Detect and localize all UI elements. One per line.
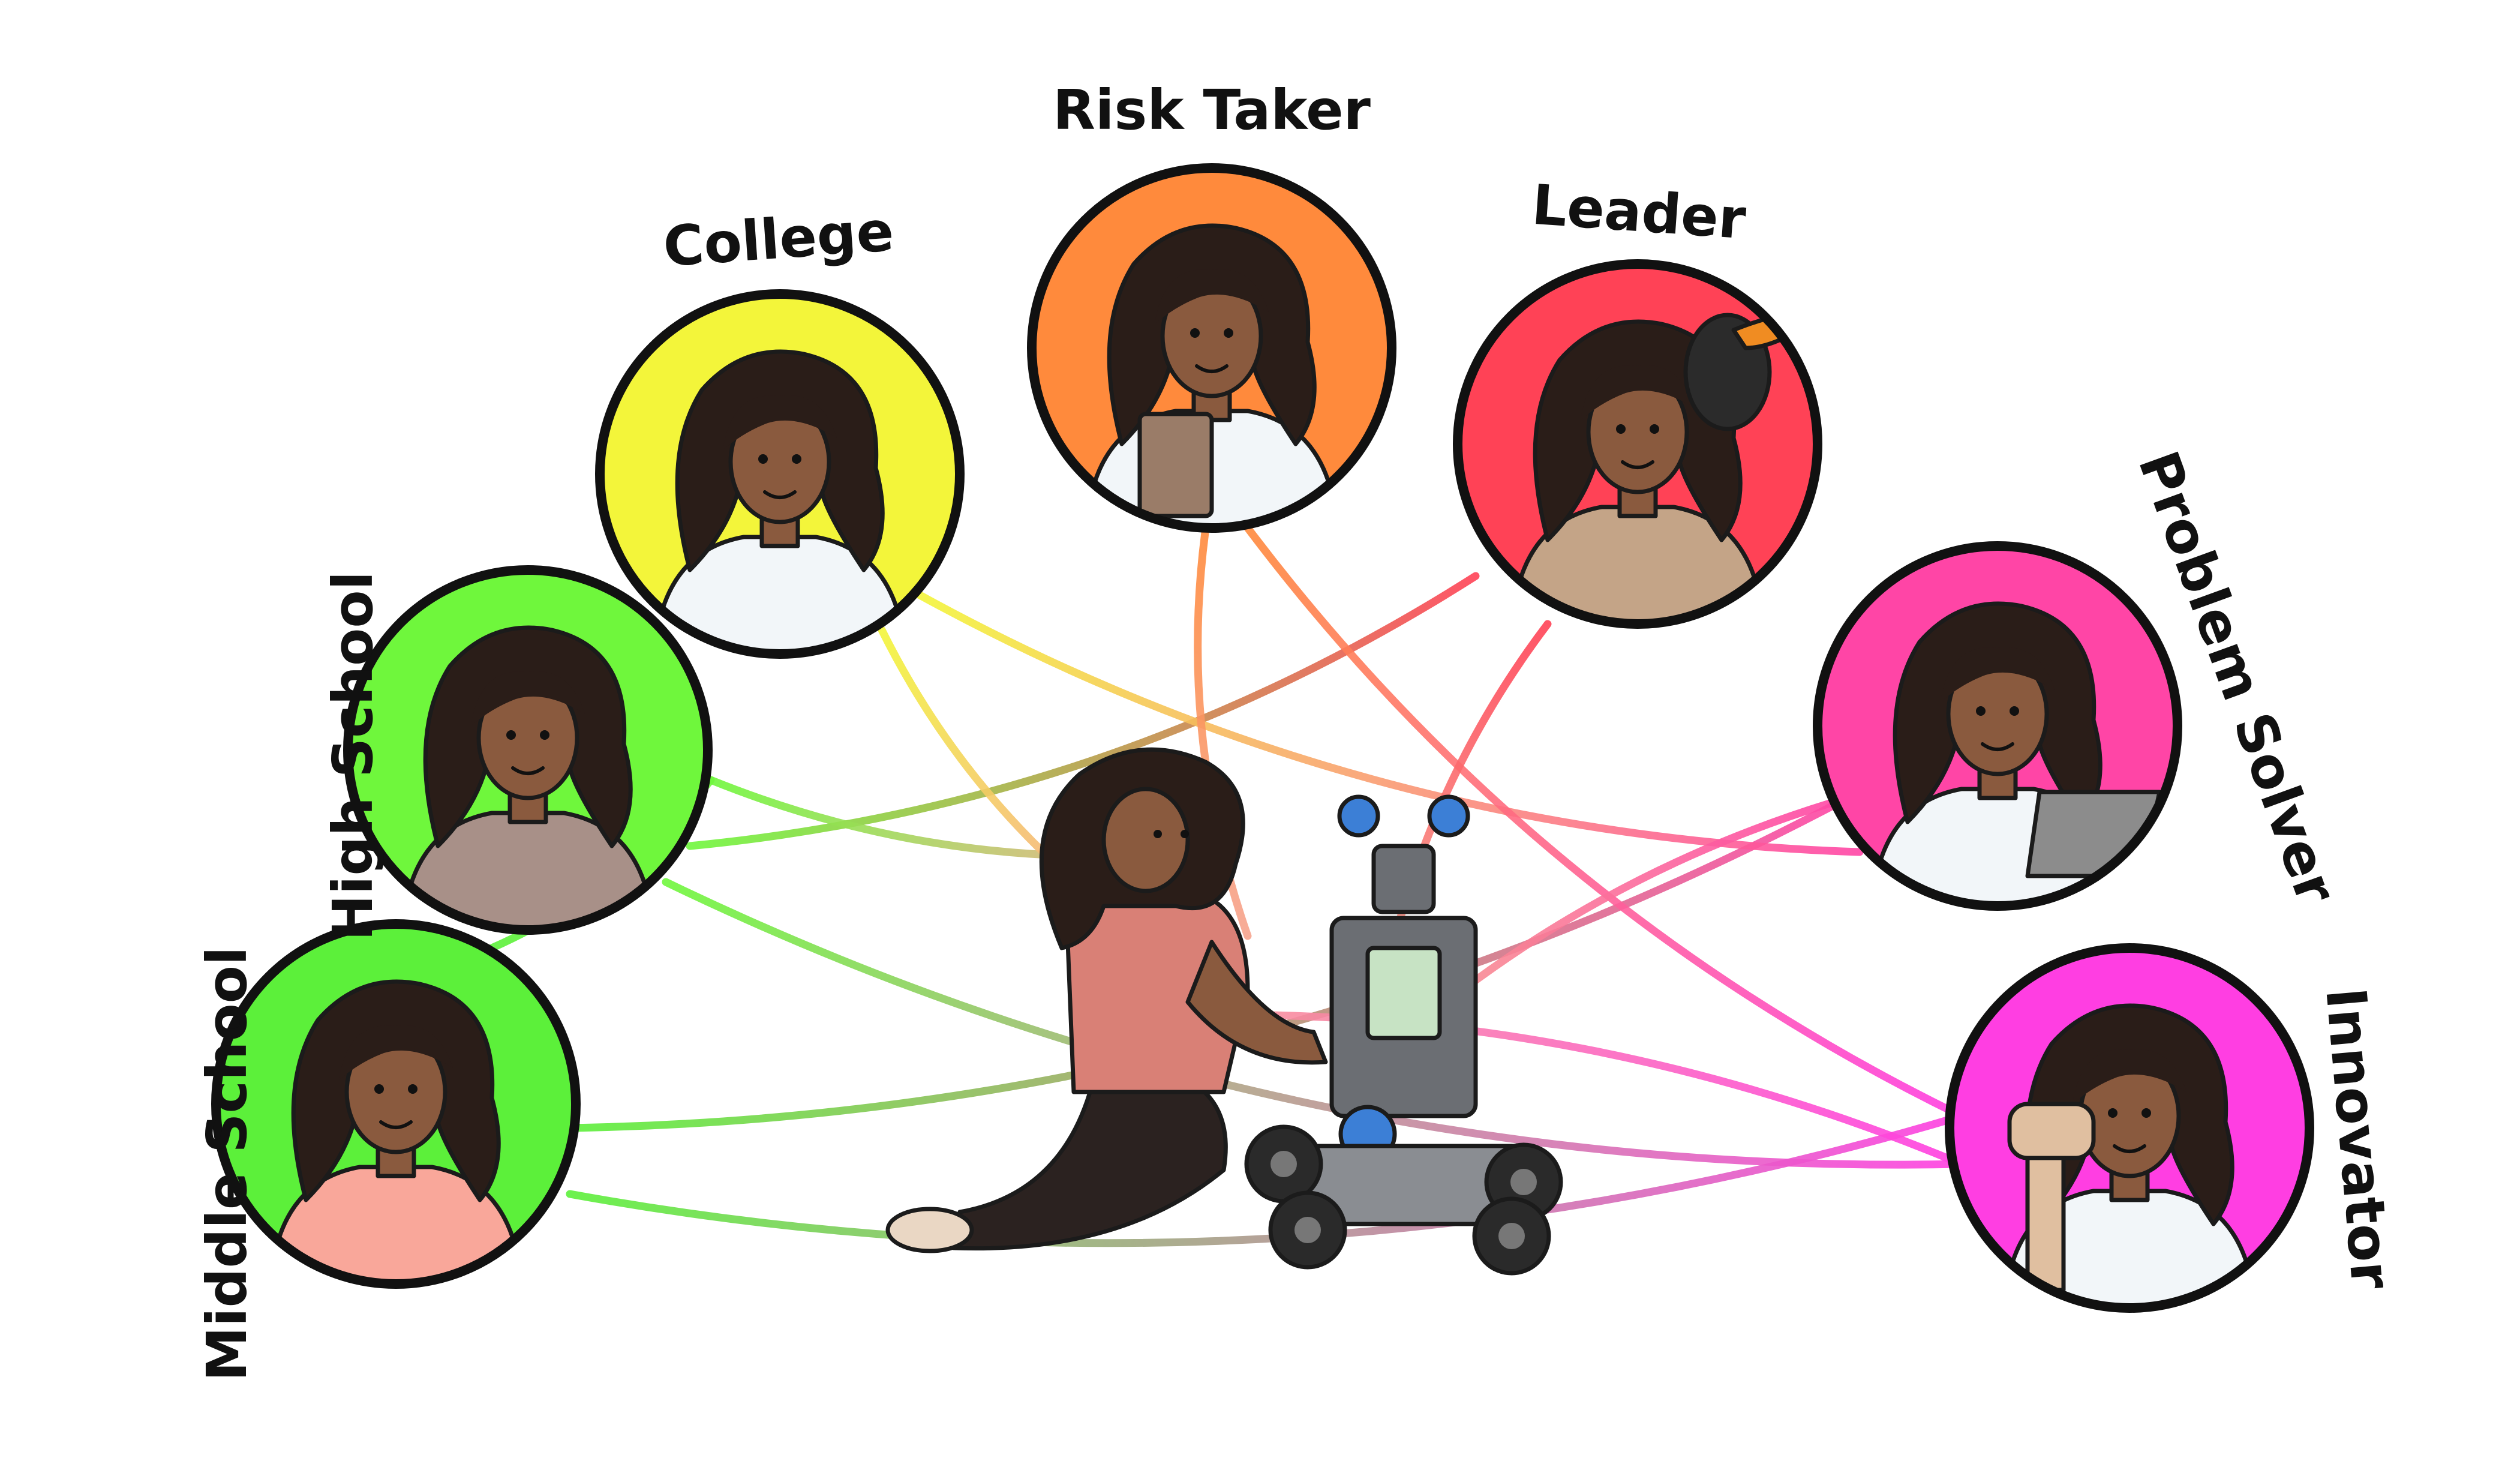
connection-high-school-to-leader — [686, 572, 1480, 850]
robot-screen — [1365, 946, 1442, 1040]
middle-school-node — [211, 919, 581, 1289]
connection-risk-taker-to-innovator — [1244, 524, 1966, 1120]
high-school-portrait — [400, 625, 656, 930]
innovator-node — [1945, 943, 2314, 1313]
leader-node — [1453, 259, 1822, 629]
problem-solver-node — [1813, 541, 2182, 911]
college-node — [595, 289, 965, 659]
risk-taker-node — [1027, 163, 1396, 533]
label-middle-school: Middle School — [195, 947, 259, 1382]
robot-head — [1371, 844, 1436, 914]
clipboard-icon — [1137, 412, 1214, 518]
node-circles — [211, 163, 2314, 1313]
risk-taker-portrait — [1083, 223, 1340, 528]
innovator-portrait — [2001, 1003, 2258, 1308]
middle-school-portrait — [268, 979, 524, 1284]
label-innovator: Innovator — [2313, 985, 2403, 1292]
label-leader: Leader — [1530, 173, 1749, 252]
label-high-school: High School — [321, 571, 385, 941]
label-risk-taker: Risk Taker — [1053, 78, 1371, 142]
high-school-node — [343, 565, 713, 935]
label-college: College — [661, 199, 896, 280]
robot-icon — [1244, 794, 1563, 1276]
college-portrait — [651, 349, 908, 654]
center-figure — [885, 747, 1563, 1276]
kneeling-girl — [885, 747, 1328, 1253]
connection-college-to-problem-solver — [914, 590, 1864, 856]
connection-high-school-to-innovator — [662, 878, 1966, 1169]
microscope-icon — [2007, 1102, 2096, 1160]
shoe-icon — [885, 1207, 974, 1253]
